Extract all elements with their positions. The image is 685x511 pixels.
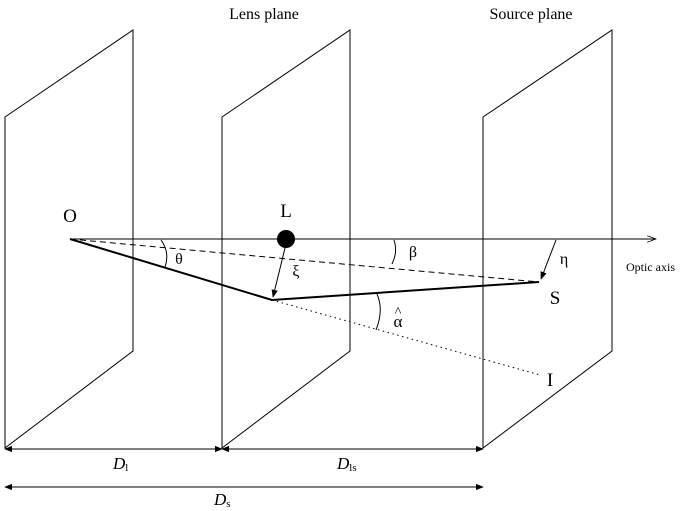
dl-label: Dl [112,454,128,474]
beta-angle-arc [391,239,397,265]
lens-plane-label: Lens plane [229,6,299,23]
light-ray-path [69,238,540,302]
eta-vector-arrow [540,239,557,280]
image-point-label: I [547,370,553,391]
lens-point-label: L [280,201,292,222]
source-plane [482,29,613,450]
alpha-angle-arc [375,293,381,331]
observer-point-label: O [63,206,77,227]
beta-label: β [409,244,417,261]
optic-axis-label: Optic axis [626,260,675,274]
dls-label: Dls [336,454,357,474]
image-direction-dotted-line [271,299,541,376]
theta-angle-arc [160,239,168,268]
xi-label: ξ [292,263,299,280]
observer-plane [4,29,134,450]
source-point-label: S [550,288,561,309]
observer-source-dashed-line [69,238,540,283]
lens-plane [221,29,351,450]
xi-vector-arrow [271,243,287,298]
ds-label: Ds [213,490,231,510]
eta-label: η [560,251,568,268]
theta-label: θ [175,251,183,268]
alpha-hat-label: α [394,312,403,331]
alpha-hat-accent: ^ [395,305,402,320]
source-plane-label: Source plane [489,6,572,23]
lens-mass-point [277,230,295,248]
